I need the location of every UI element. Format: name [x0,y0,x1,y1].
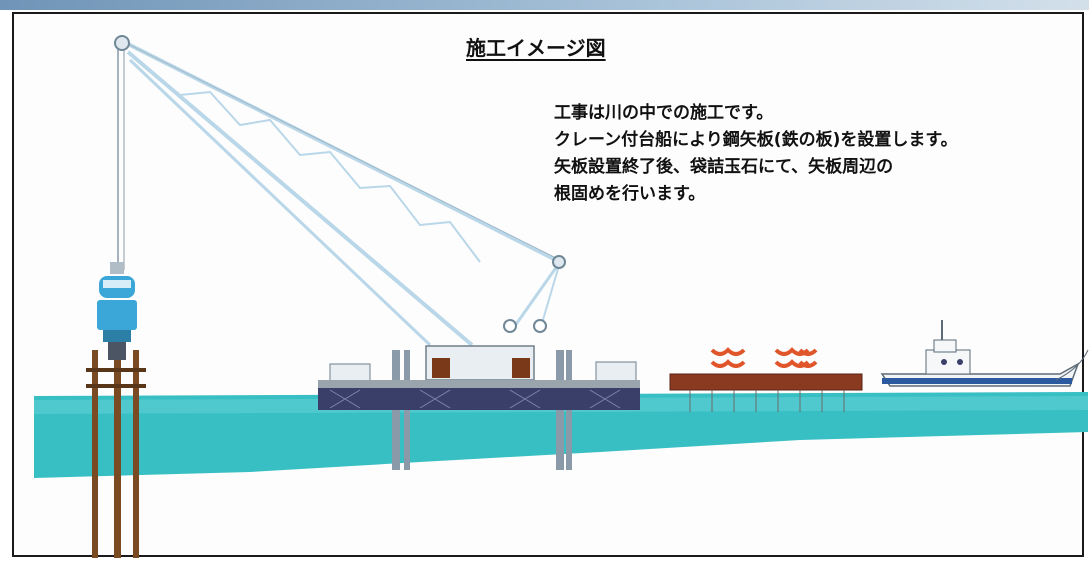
sheet-piles [86,350,146,558]
top-banner [0,0,1089,10]
stone-bag-icon [669,347,863,412]
diagram-title: 施工イメージ図 [466,36,606,60]
description-line: 工事は川の中での施工です。 [554,103,774,123]
description-line: クレーン付台船により鋼矢板(鉄の板)を設置します。 [554,130,958,150]
description-line: 矢板設置終了後、袋詰玉石にて、矢板周辺の [554,157,894,177]
crane-icon [114,35,566,347]
tugboat-icon [880,320,1089,387]
description-text: 工事は川の中での施工です。 クレーン付台船により鋼矢板(鉄の板)を設置します。 … [554,100,958,208]
vibro-hammer-icon [97,40,137,360]
description-line: 根固めを行います。 [554,184,706,204]
barge-icon [318,345,640,470]
